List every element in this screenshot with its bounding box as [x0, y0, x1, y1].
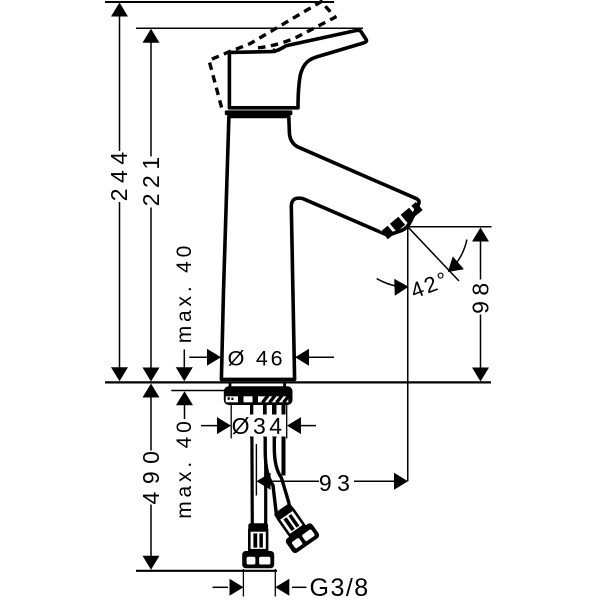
svg-text:490: 490 — [138, 444, 164, 505]
svg-text:max. 40: max. 40 — [173, 417, 196, 518]
svg-text:221: 221 — [138, 151, 164, 206]
svg-text:Ø 46: Ø 46 — [228, 346, 286, 370]
svg-text:Ø34: Ø34 — [232, 413, 286, 439]
svg-text:244: 244 — [106, 146, 132, 201]
svg-text:max. 40: max. 40 — [173, 242, 196, 343]
svg-text:42°: 42° — [407, 266, 453, 303]
svg-text:93: 93 — [319, 470, 356, 496]
svg-text:G3/8: G3/8 — [310, 574, 370, 600]
svg-text:98: 98 — [467, 277, 493, 314]
